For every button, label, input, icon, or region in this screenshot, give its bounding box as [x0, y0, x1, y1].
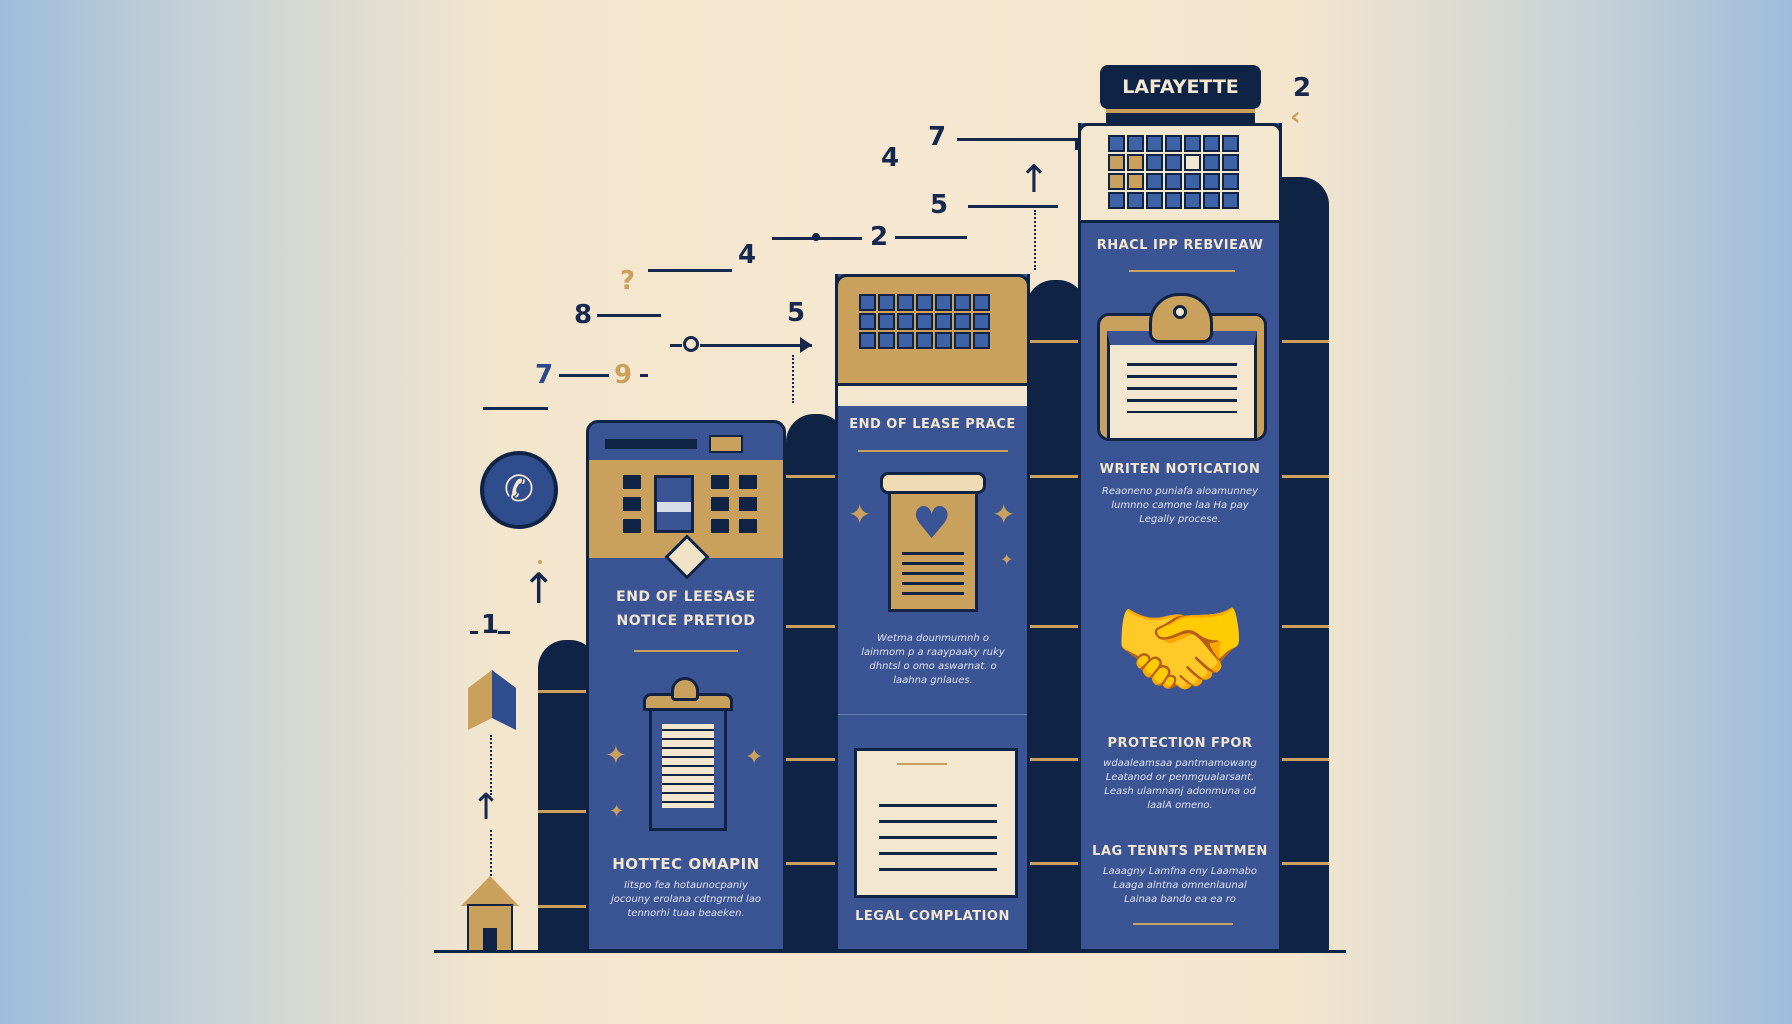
corner-number: 2	[1293, 73, 1312, 103]
step-number: ?	[620, 266, 636, 296]
arrow-up-icon: ↑	[1018, 157, 1050, 201]
house-icon	[455, 876, 525, 952]
backing-column-3	[1026, 280, 1086, 952]
column-title: END OF LEASE PRACE	[849, 417, 1016, 432]
clipboard-icon	[1097, 293, 1267, 443]
step-number: 8	[574, 300, 593, 330]
building-icon	[835, 274, 1030, 386]
step-number: 9	[614, 360, 633, 390]
column-subtitle-2: PROTECTION FPOR	[1107, 736, 1253, 751]
column-subtitle: HOTTEC OMAPIN	[612, 855, 760, 873]
tag-icon	[468, 670, 516, 730]
sparkle-icon: ✦	[605, 741, 627, 771]
column-review: RHACL IPP REBVIEAW WRITEN NOTICATION Rea…	[1078, 123, 1282, 952]
column-body: Reaoneno puniafa aloamunney lumnno camon…	[1101, 486, 1259, 525]
column-body: Iitspo fea hotaunocpaniy jocouny erolana…	[610, 880, 762, 919]
column-body-2: wdaaleamsaa pantmamowang Leatanod or pen…	[1103, 758, 1257, 811]
step-number: 2	[870, 222, 889, 252]
column-subtitle: LEGAL COMPLATION	[855, 909, 1010, 924]
column-body-3: Laaagny Lamfna eny Laamabo Laaga alntna …	[1102, 866, 1258, 905]
column-title: END OF LEESASE NOTICE PRETIOD	[616, 589, 756, 629]
phone-icon: ✆	[480, 451, 558, 529]
step-number: 4	[881, 143, 900, 173]
header-label: LAFAYETTE	[1122, 76, 1239, 98]
sparkle-icon: ✦	[1000, 550, 1014, 569]
step-number: 7	[928, 122, 947, 152]
header-label-box: LAFAYETTE	[1100, 65, 1261, 109]
step-number: 5	[930, 190, 949, 220]
chevron-left-icon: ‹	[1290, 102, 1301, 132]
column-notice-period: END OF LEESASE NOTICE PRETIOD ✦ ✦ ✦ HOTT…	[586, 420, 786, 952]
sparkle-icon: ✦	[992, 498, 1016, 531]
column-title: RHACL IPP REBVIEAW	[1096, 238, 1264, 253]
column-subtitle-3: LAG TENNTS PENTMEN	[1092, 844, 1268, 859]
step-number: 1	[481, 610, 500, 640]
arrow-up-icon: ↑	[471, 787, 502, 828]
sparkle-icon: ✦	[745, 745, 764, 770]
baseline	[434, 950, 1346, 953]
arrow-up-icon: ↑	[521, 564, 557, 613]
clipboard-icon	[629, 677, 741, 833]
document-icon	[854, 748, 1018, 898]
sparkle-icon: ✦	[609, 801, 625, 822]
step-number: 5	[787, 298, 806, 328]
handshake-icon: 🤝	[1111, 584, 1249, 712]
column-body: Wetma dounmumnh o lainmom p a raaypaaky …	[861, 633, 1005, 686]
column-subtitle: WRITEN NOTICATION	[1099, 462, 1261, 477]
building-icon	[589, 460, 783, 558]
heart-document-icon: ♥	[880, 472, 986, 612]
calendar-icon	[1078, 123, 1282, 223]
step-number: 4	[738, 240, 757, 270]
sparkle-icon: ✦	[848, 498, 872, 531]
step-number: 7	[535, 360, 554, 390]
column-end-of-lease: END OF LEASE PRACE ♥ ✦ ✦ ✦ Wetma dounmum…	[835, 274, 1030, 952]
